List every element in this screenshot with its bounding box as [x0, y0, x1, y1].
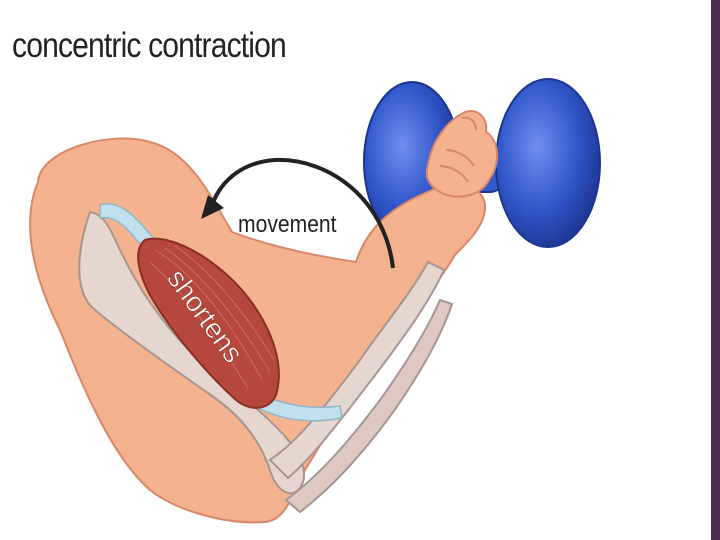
lower-tendon [257, 393, 343, 422]
curved-arrow-icon [201, 157, 395, 269]
ulna-bone [284, 298, 454, 514]
slide-title: concentric contraction [12, 26, 287, 65]
biceps-muscle [137, 237, 280, 409]
muscle-fibers [149, 245, 275, 389]
dumbbell-weight-right [495, 78, 601, 248]
slide-accent-bar [711, 0, 720, 540]
movement-label: movement [238, 211, 337, 238]
